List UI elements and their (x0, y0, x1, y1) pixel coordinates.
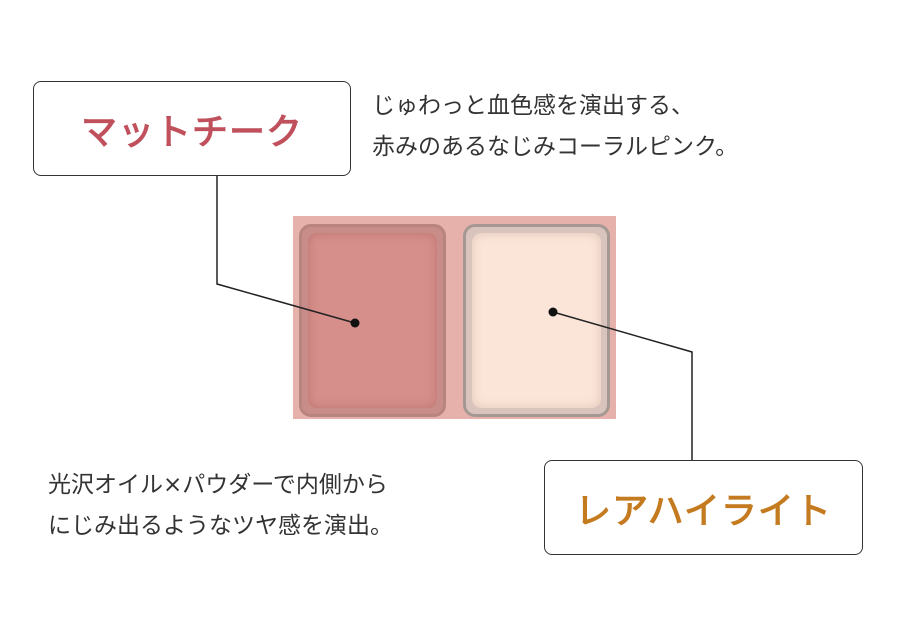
matte-cheek-swatch (308, 233, 437, 408)
highlight-pan-frame (463, 224, 610, 417)
matte-cheek-label: マットチーク (80, 111, 303, 153)
rare-highlight-label-box: レアハイライト (544, 460, 863, 555)
highlight-swatch (472, 233, 601, 408)
matte-cheek-description: じゅわっと血色感を演出する、 赤みのあるなじみコーラルピンク。 (372, 86, 738, 168)
highlight-description-line-2: にじみ出るようなツヤ感を演出。 (48, 513, 393, 539)
matte-cheek-label-box: マットチーク (33, 81, 351, 176)
matte-cheek-description-line-2: 赤みのあるなじみコーラルピンク。 (372, 134, 739, 160)
highlight-description-line-1: 光沢オイル×パウダーで内側から (48, 472, 388, 498)
matte-cheek-description-line-1: じゅわっと血色感を演出する、 (372, 93, 694, 119)
product-palette (293, 216, 616, 419)
highlight-description: 光沢オイル×パウダーで内側から にじみ出るようなツヤ感を演出。 (48, 465, 393, 547)
rare-highlight-label: レアハイライト (575, 490, 832, 532)
matte-cheek-pan-frame (299, 224, 446, 417)
